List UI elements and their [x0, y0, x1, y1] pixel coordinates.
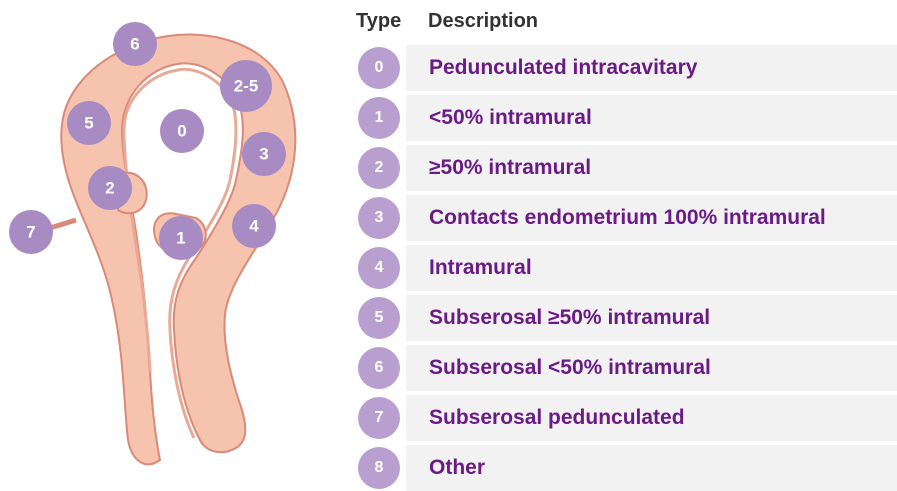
svg-text:3: 3 — [259, 145, 268, 164]
type-description: Intramural — [429, 245, 532, 291]
type-badge: 3 — [358, 197, 400, 239]
marker-7: 7 — [9, 210, 53, 254]
type-badge: 7 — [358, 397, 400, 439]
type-badge: 1 — [358, 97, 400, 139]
type-description: Contacts endometrium 100% intramural — [429, 195, 826, 241]
type-description: Subserosal pedunculated — [429, 395, 685, 441]
marker-4: 4 — [232, 204, 276, 248]
marker-2-5: 2-5 — [220, 60, 272, 112]
marker-5: 5 — [67, 101, 111, 145]
type-description: Subserosal ≥50% intramural — [429, 295, 710, 341]
classification-legend: Type Description 0 Pedunculated intracav… — [352, 0, 897, 485]
type-badge: 4 — [358, 247, 400, 289]
type-description: Other — [429, 445, 485, 491]
type-description: <50% intramural — [429, 95, 592, 141]
legend-row-3: 3 Contacts endometrium 100% intramural — [352, 195, 897, 241]
type-badge: 6 — [358, 347, 400, 389]
svg-text:1: 1 — [176, 229, 185, 248]
marker-2: 2 — [88, 166, 132, 210]
pedunculated-stalk — [50, 220, 76, 228]
legend-header-type: Type — [356, 6, 401, 36]
svg-text:2-5: 2-5 — [234, 77, 259, 96]
type-description: Pedunculated intracavitary — [429, 45, 697, 91]
marker-0: 0 — [160, 109, 204, 153]
type-badge: 8 — [358, 447, 400, 489]
legend-row-2: 2 ≥50% intramural — [352, 145, 897, 191]
marker-3: 3 — [242, 132, 286, 176]
legend-row-1: 1 <50% intramural — [352, 95, 897, 141]
type-badge: 5 — [358, 297, 400, 339]
legend-row-8: 8 Other — [352, 445, 897, 491]
type-badge: 0 — [358, 47, 400, 89]
legend-row-4: 4 Intramural — [352, 245, 897, 291]
legend-row-0: 0 Pedunculated intracavitary — [352, 45, 897, 91]
type-description: ≥50% intramural — [429, 145, 591, 191]
legend-row-6: 6 Subserosal <50% intramural — [352, 345, 897, 391]
svg-text:7: 7 — [26, 223, 35, 242]
legend-row-7: 7 Subserosal pedunculated — [352, 395, 897, 441]
legend-row-5: 5 Subserosal ≥50% intramural — [352, 295, 897, 341]
marker-1: 1 — [159, 216, 203, 260]
marker-6: 6 — [113, 22, 157, 66]
type-description: Subserosal <50% intramural — [429, 345, 711, 391]
type-badge: 2 — [358, 147, 400, 189]
svg-text:2: 2 — [105, 179, 114, 198]
uterus-diagram: 6 2-5 5 0 3 2 4 1 7 — [0, 0, 345, 485]
svg-text:5: 5 — [84, 114, 93, 133]
svg-text:0: 0 — [177, 122, 186, 141]
svg-text:6: 6 — [130, 35, 139, 54]
svg-text:4: 4 — [249, 217, 259, 236]
legend-header-description: Description — [428, 6, 538, 36]
